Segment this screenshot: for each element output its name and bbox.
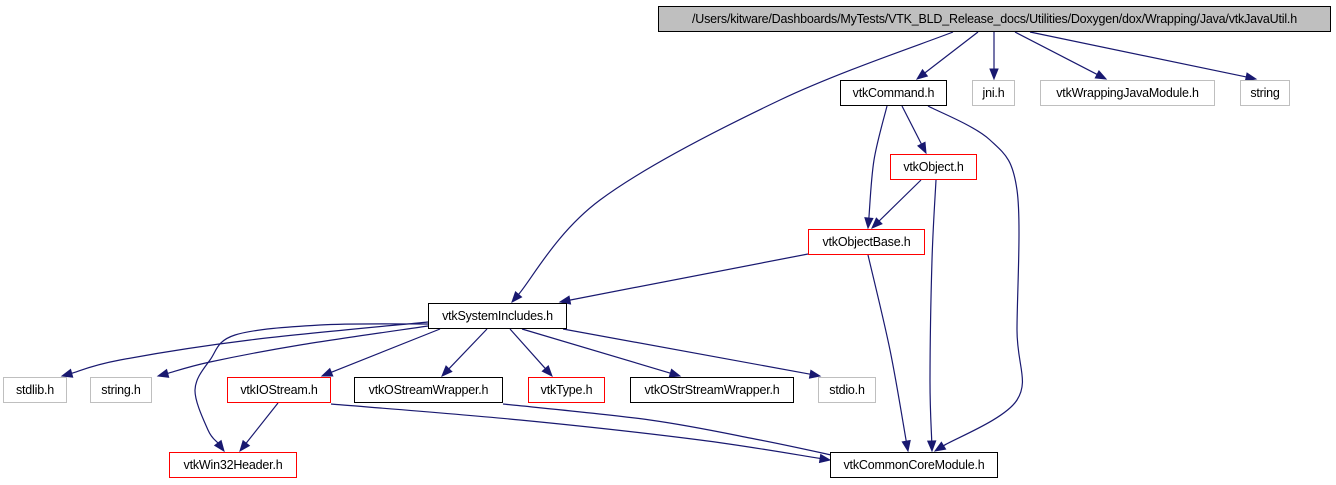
edge-root-to-vtkSystemIncludes	[518, 31, 954, 295]
edge-vtkSystemIncludes-to-vtkWin32Header	[194, 323, 429, 444]
edge-arrowhead	[541, 365, 553, 378]
node-vtkwin32header[interactable]: vtkWin32Header.h	[169, 452, 297, 478]
edge-root-to-vtkWrappingJavaModule	[1014, 31, 1098, 75]
node-stdlib: stdlib.h	[3, 377, 67, 403]
edge-vtkSystemIncludes-to-vtkOStreamWrapper	[448, 328, 488, 370]
edge-vtkCommand-to-vtkObjectBase	[868, 105, 888, 219]
edge-arrowhead	[239, 439, 251, 453]
edge-arrowhead	[871, 217, 883, 229]
edge-root-to-vtkCommand	[924, 31, 979, 74]
edge-vtkSystemIncludes-to-vtkType	[509, 328, 546, 369]
node-vtkwrappingjavamodule: vtkWrappingJavaModule.h	[1040, 80, 1215, 106]
node-vtksystemincludes[interactable]: vtkSystemIncludes.h	[428, 303, 567, 329]
edge-vtkObjectBase-to-vtkSystemIncludes	[569, 253, 809, 301]
node-vtkcommoncoremodule[interactable]: vtkCommonCoreModule.h	[830, 452, 998, 478]
node-root-file: /Users/kitware/Dashboards/MyTests/VTK_BL…	[658, 6, 1331, 32]
node-vtkostrstreamwrapper[interactable]: vtkOStrStreamWrapper.h	[630, 377, 794, 403]
edge-arrowhead	[60, 368, 74, 378]
edge-root-to-string	[1029, 31, 1247, 78]
node-vtkostreamwrapper[interactable]: vtkOStreamWrapper.h	[354, 377, 503, 403]
edge-vtkIOStream-to-vtkWin32Header	[245, 402, 279, 444]
edge-arrowhead	[901, 439, 911, 453]
node-vtkobject[interactable]: vtkObject.h	[890, 154, 977, 180]
edge-arrowhead	[511, 290, 523, 304]
edge-arrowhead	[926, 440, 937, 453]
edge-arrowhead	[441, 365, 453, 377]
edge-vtkObjectBase-to-vtkCommonCoreModule	[867, 254, 907, 442]
edge-vtkSystemIncludes-to-string_h	[167, 325, 429, 374]
edge-arrowhead	[915, 68, 929, 80]
edge-arrowhead	[864, 217, 874, 230]
edge-arrowhead	[933, 441, 947, 452]
edge-arrowhead	[320, 367, 334, 377]
node-vtkobjectbase[interactable]: vtkObjectBase.h	[808, 229, 925, 255]
node-jni: jni.h	[972, 80, 1015, 106]
edge-arrowhead	[917, 141, 927, 155]
edge-arrowhead	[1244, 72, 1258, 82]
edge-vtkSystemIncludes-to-stdio	[562, 328, 811, 375]
node-stdio: stdio.h	[818, 377, 876, 403]
edge-arrowhead	[808, 369, 822, 379]
edge-vtkSystemIncludes-to-vtkIOStream	[331, 328, 441, 373]
edge-vtkOStreamWrapper-to-vtkCommonCoreModule	[502, 403, 841, 458]
edge-vtkCommand-to-vtkObject	[901, 105, 922, 145]
edge-vtkIOStream-to-vtkCommonCoreModule	[330, 403, 821, 460]
edge-arrowhead	[1094, 69, 1108, 80]
node-vtktype[interactable]: vtkType.h	[528, 377, 605, 403]
edge-vtkObject-to-vtkObjectBase	[878, 179, 922, 222]
edge-vtkSystemIncludes-to-vtkOStrStreamWrapper	[521, 328, 671, 374]
edge-arrowhead	[156, 368, 170, 378]
edge-vtkCommand-to-vtkCommonCoreModule	[927, 105, 1024, 447]
edge-arrowhead	[213, 439, 225, 453]
node-string-h: string.h	[90, 377, 152, 403]
edge-arrowhead	[989, 68, 999, 81]
node-vtkiostream[interactable]: vtkIOStream.h	[227, 377, 331, 403]
edge-arrowhead	[818, 453, 832, 464]
edge-vtkObject-to-vtkCommonCoreModule	[929, 179, 937, 442]
edge-vtkSystemIncludes-to-stdlib	[71, 321, 429, 374]
edge-arrowhead	[668, 368, 682, 378]
node-vtkcommand[interactable]: vtkCommand.h	[840, 80, 947, 106]
node-string: string	[1240, 80, 1290, 106]
